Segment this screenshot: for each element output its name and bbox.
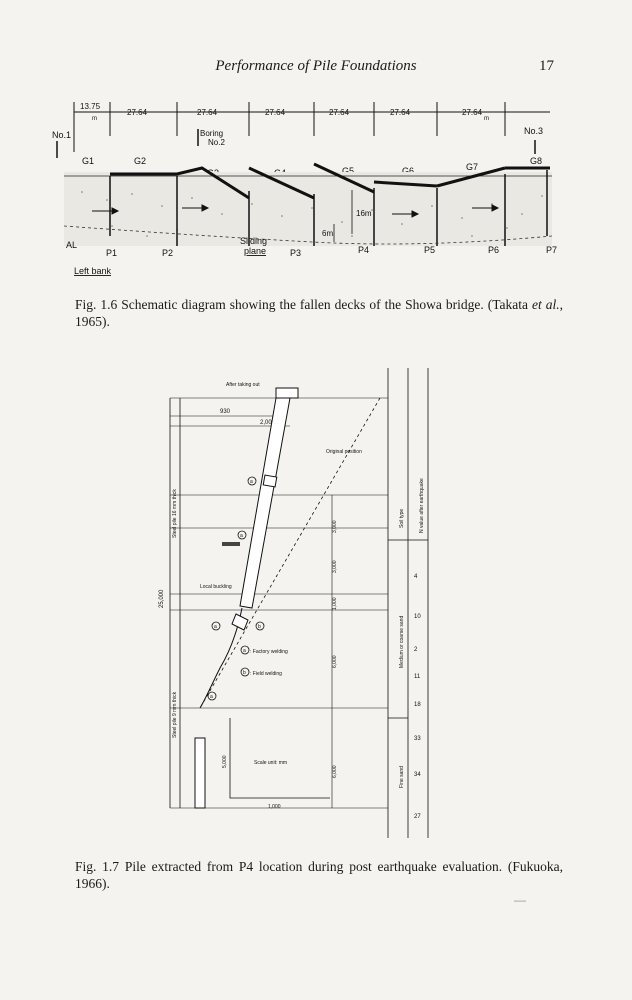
- pile-label-p7: P7: [546, 245, 557, 255]
- local-buckling-label: Local buckling: [200, 584, 232, 590]
- n-value-3: 2: [414, 647, 418, 653]
- girder-g5: G5: [342, 166, 354, 176]
- pile-extraction-diagram: 25,000 Steel pile 16 mm thick Steel pile…: [159, 368, 429, 838]
- dim-6000-b: 6,000: [332, 765, 338, 778]
- n-value-5: 18: [414, 702, 421, 708]
- legend-marker-a-label: a: [243, 648, 246, 654]
- figure-1-7-caption: Fig. 1.7 Pile extracted from P4 location…: [75, 859, 563, 891]
- depth-6m: 6m: [322, 229, 333, 238]
- girder-g8: G8: [530, 156, 542, 166]
- dim-3000-b: 3,000: [332, 560, 338, 573]
- depth-16m: 16m: [356, 209, 372, 218]
- dim-1000-v: 1,000: [332, 597, 338, 610]
- marker-a-2-label: a: [240, 533, 243, 539]
- pier-label-no3: No.3: [524, 126, 543, 136]
- running-title: Performance of Pile Foundations: [215, 58, 417, 74]
- girder-g7: G7: [466, 162, 478, 172]
- span-unit-7: m: [484, 116, 489, 122]
- dash-mark: —: [514, 893, 526, 907]
- legend-marker-b-label: b: [243, 670, 246, 676]
- original-position-label: Original position: [326, 449, 362, 455]
- marker-a-3: [211, 621, 221, 631]
- legend-marker-b: [240, 667, 250, 677]
- dim-25000: 25,000: [159, 589, 165, 608]
- left-bank-label: Left bank: [74, 266, 112, 276]
- span-unit-1: m: [92, 116, 97, 122]
- scale-unit-label: Scale unit: mm: [254, 760, 287, 766]
- page-header: Performance of Pile Foundations 17: [0, 58, 632, 80]
- n-value-6: 33: [414, 736, 421, 742]
- girder-g2: G2: [134, 156, 146, 166]
- figure-1-6-caption: Fig. 1.6 Schematic diagram showing the f…: [75, 296, 563, 330]
- boring-label: Boring: [200, 129, 223, 138]
- pile-label-p4: P4: [358, 245, 369, 255]
- n-value-label: N value after earthquake: [419, 478, 425, 533]
- marker-b-1: [255, 621, 265, 631]
- n-value-1: 4: [414, 574, 418, 580]
- marker-a-2: [237, 530, 247, 540]
- dim-1000-h: 1,000: [268, 804, 281, 810]
- dim-6000-a: 6,000: [332, 655, 338, 668]
- after-taking-out-label: After taking out: [226, 382, 260, 388]
- fine-sand-label: Fine sand: [399, 766, 405, 788]
- hatch-mark: [222, 542, 240, 546]
- span-label-2: 27.64: [127, 108, 148, 117]
- pile-label-al: AL: [66, 240, 77, 250]
- pile-label-p3: P3: [290, 248, 301, 258]
- page-number: 17: [539, 58, 554, 74]
- pile-label-p1: P1: [106, 248, 117, 258]
- caption-1-6-main: Fig. 1.6 Schematic diagram showing the f…: [75, 297, 533, 312]
- dim-930: 930: [220, 409, 231, 415]
- figure-1-7: 25,000 Steel pile 16 mm thick Steel pile…: [150, 368, 440, 848]
- n-value-2: 10: [414, 614, 421, 620]
- sliding-plane-label-2: plane: [244, 246, 266, 256]
- sliding-plane-label-1: Sliding: [240, 236, 267, 246]
- pile-label-p2: P2: [162, 248, 173, 258]
- girder-g6: G6: [402, 166, 414, 176]
- pier-label-no1: No.1: [52, 130, 71, 140]
- pile-label-p6: P6: [488, 245, 499, 255]
- pile-label-p5: P5: [424, 245, 435, 255]
- figure-1-6: 13.75 27.64 27.64 27.64 27.64 27.64 27.6…: [52, 96, 572, 278]
- medium-sand-label: Medium or coarse sand: [399, 616, 405, 668]
- field-welding-label: : Field welding: [250, 671, 282, 677]
- span-label-1: 13.75: [80, 102, 101, 111]
- dim-2000: 2,000: [260, 420, 276, 426]
- n-value-4: 11: [414, 674, 421, 680]
- marker-b-1-label: b: [258, 624, 261, 630]
- marker-a-1-label: a: [250, 479, 253, 485]
- marker-a-4: [207, 691, 217, 701]
- span-label-4: 27.64: [265, 108, 286, 117]
- girder-g1: G1: [82, 156, 94, 166]
- marker-a-4-label: a: [210, 694, 213, 700]
- span-label-3: 27.64: [197, 108, 218, 117]
- span-label-5: 27.64: [329, 108, 350, 117]
- marker-a-1: [247, 476, 257, 486]
- boring-no: No.2: [208, 138, 225, 147]
- steel-pile-16-label: Steel pile 16 mm thick: [172, 489, 178, 538]
- caption-1-6-end: , 1965).: [75, 297, 564, 329]
- steel-pile-9-label: Steel pile 9 mm thick: [172, 691, 178, 738]
- n-value-8: 27: [414, 814, 421, 820]
- soil-type-label: Soil type: [399, 509, 405, 528]
- legend-marker-a: [240, 645, 250, 655]
- showa-bridge-diagram: 13.75 27.64 27.64 27.64 27.64 27.64 27.6…: [52, 102, 557, 276]
- span-label-6: 27.64: [390, 108, 411, 117]
- dim-5000: 5,000: [222, 755, 228, 768]
- n-value-7: 34: [414, 772, 421, 778]
- factory-welding-label: : Factory welding: [250, 649, 288, 655]
- span-label-7: 27.64: [462, 108, 483, 117]
- caption-1-6-etal: et al.: [532, 297, 560, 312]
- marker-a-3-label: a: [214, 624, 217, 630]
- dim-3000-a: 3,000: [332, 520, 338, 533]
